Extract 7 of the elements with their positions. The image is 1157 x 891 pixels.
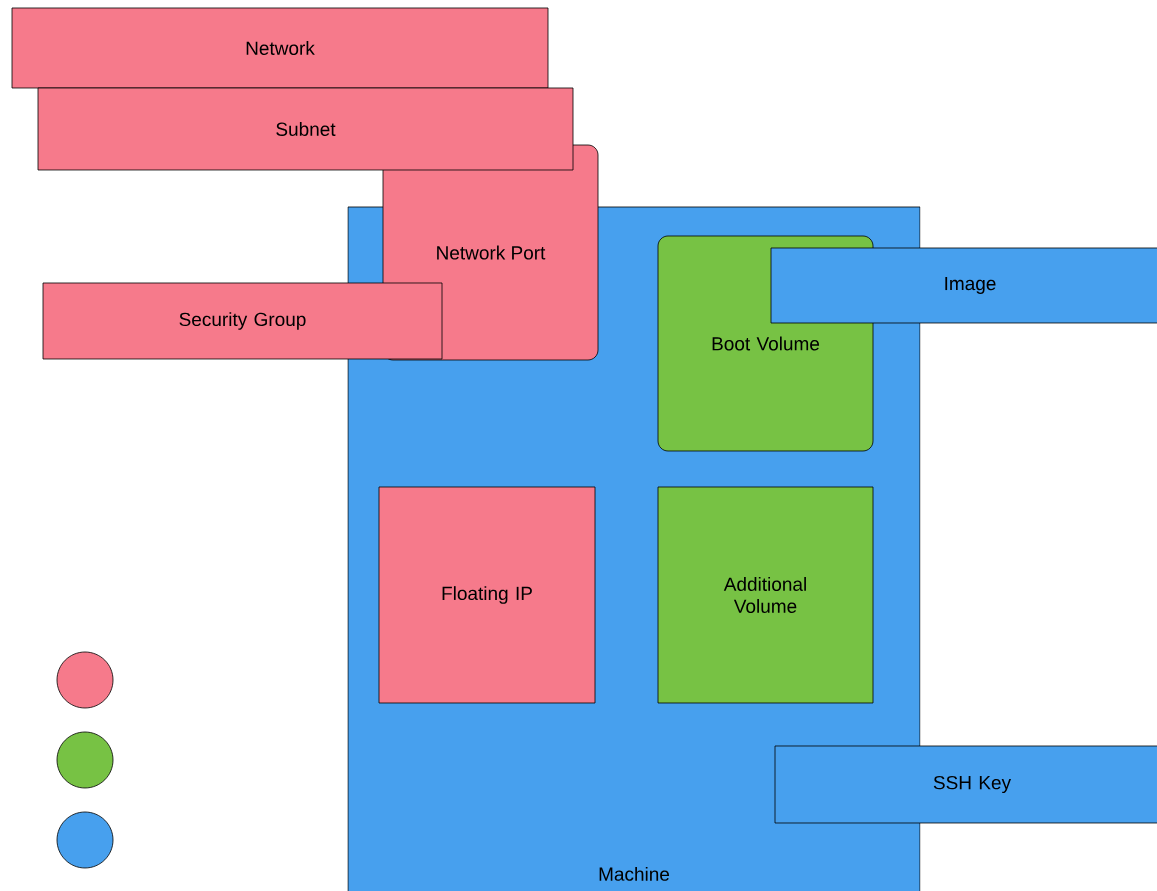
rectangle-box: SSH Key [774, 745, 1157, 824]
rectangle-box: Image [770, 247, 1157, 324]
rectangle-box: Subnet [37, 87, 574, 171]
rectangle-box: Floating IP [378, 486, 596, 704]
rectangle-box: Network [11, 7, 549, 89]
rectangle-box: Additional Volume [657, 486, 874, 704]
rectangle-box: Security Group [42, 282, 443, 360]
